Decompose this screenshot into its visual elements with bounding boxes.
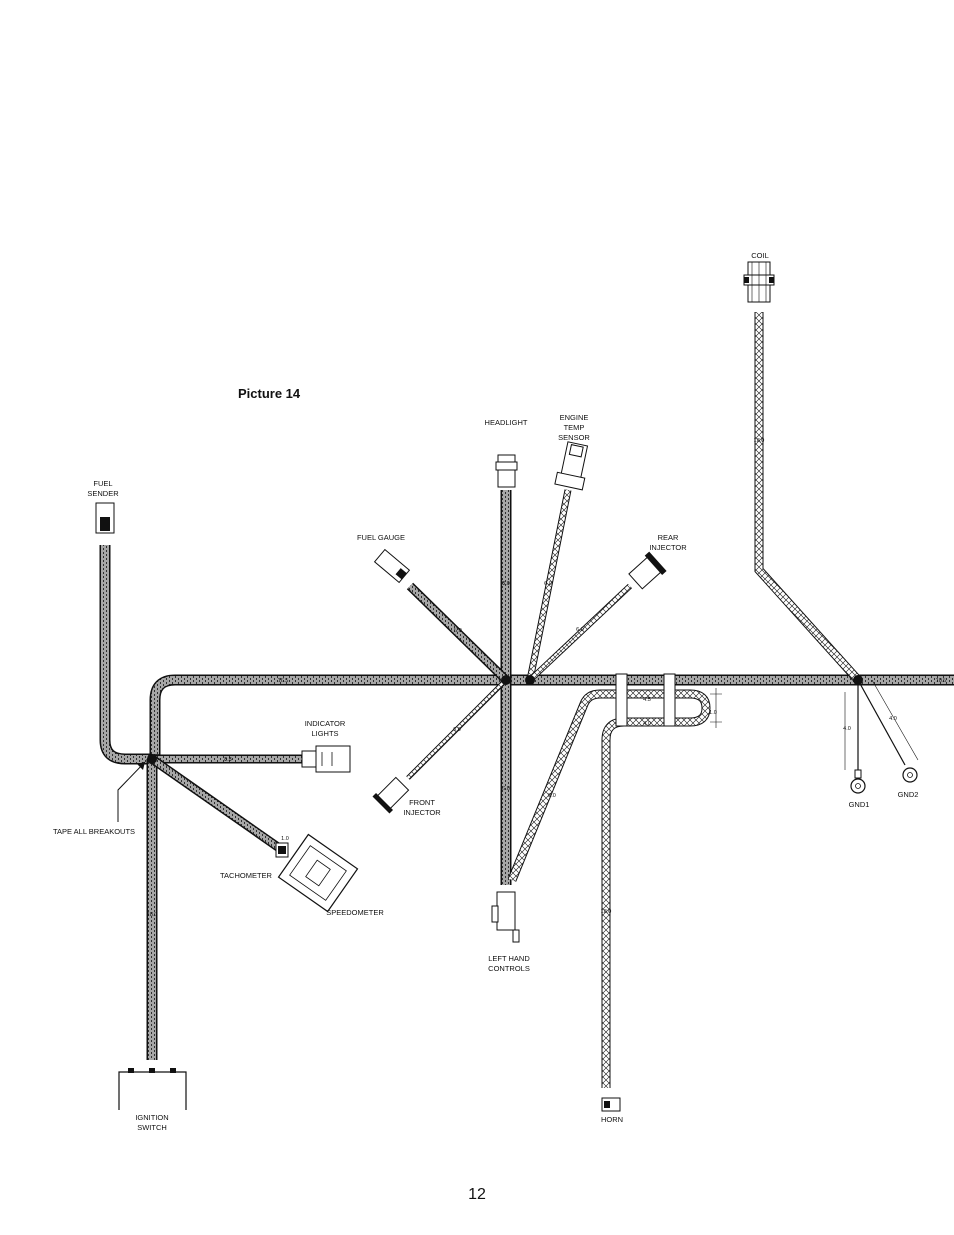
segment-main-right: 10.5: [936, 678, 947, 684]
segment-indicator-run: 8.5: [224, 757, 232, 763]
harness-loop-clamps: [615, 673, 722, 728]
label-front-injector-line1: FRONT: [409, 798, 435, 807]
label-front-injector-line2: INJECTOR: [403, 808, 441, 817]
segment-loop-dim: 1.0: [709, 710, 717, 716]
engine-temp-sensor-connector: [554, 441, 589, 491]
segment-engine-temp-run: 6.0: [544, 581, 552, 587]
harness-left-lower-corner: [99, 545, 152, 765]
segment-tach-run: 1.0: [281, 836, 289, 842]
fuel-sender-connector: [95, 502, 115, 534]
label-tachometer: TACHOMETER: [220, 871, 273, 880]
label-engine-temp-sensor-line1: ENGINE: [560, 413, 589, 422]
speedometer-connector: [277, 833, 359, 913]
label-indicator-lights-line1: INDICATOR: [305, 719, 346, 728]
label-indicator-lights-line2: LIGHTS: [311, 729, 338, 738]
splice-nodes: [147, 675, 863, 764]
label-fuel-sender-line2: SENDER: [87, 489, 119, 498]
segment-loop-lower: 4.0: [643, 721, 651, 727]
segment-coil-run: 18.0: [754, 438, 765, 444]
segment-loop-upper: 4.5: [643, 697, 651, 703]
label-rear-injector-line1: REAR: [658, 533, 679, 542]
rear-injector-connector: [628, 551, 667, 590]
coil-connector: [743, 261, 775, 303]
harness-rear-injector-run: [527, 583, 633, 683]
indicator-lights-connector: [301, 745, 351, 773]
label-ignition-switch-line2: SWITCH: [137, 1123, 167, 1132]
harness-tach-run: [149, 755, 288, 856]
horn-connector: [601, 1097, 621, 1112]
label-horn: HORN: [601, 1115, 623, 1124]
segment-horn-branch: 8.0: [548, 793, 556, 799]
label-left-hand-controls-line2: CONTROLS: [488, 964, 530, 973]
segment-gnd2-run: 4.0: [889, 716, 897, 722]
segment-gnd1-run: 4.0: [843, 726, 851, 732]
fuel-gauge-connector: [373, 548, 411, 584]
gnd2-ring-terminal: [902, 767, 918, 783]
picture-caption: Picture 14: [238, 386, 301, 401]
segment-headlight-run: 5.0: [502, 581, 510, 587]
tape-breakouts-arrow-icon: [117, 761, 146, 822]
segment-ignition-run: 18.0: [147, 912, 158, 918]
tachometer-connector: [275, 842, 289, 858]
label-fuel-sender-line1: FUEL: [93, 479, 112, 488]
left-hand-controls-connector: [491, 891, 520, 943]
harness-coil-run: [754, 312, 862, 684]
label-ignition-switch-line1: IGNITION: [135, 1113, 168, 1122]
segment-fuel-gauge-run: 5.0: [454, 628, 462, 634]
segment-front-injector-run: 6.0: [453, 727, 461, 733]
harness-engine-temp-run: [526, 489, 572, 681]
front-injector-connector: [372, 776, 410, 814]
segment-horn-run: 18.0: [601, 909, 612, 915]
label-coil: COIL: [751, 251, 769, 260]
label-gnd2: GND2: [898, 790, 919, 799]
label-gnd1: GND1: [849, 800, 870, 809]
label-engine-temp-sensor-line3: SENSOR: [558, 433, 590, 442]
segment-main-left: 16.5: [278, 678, 289, 684]
harness-front-injector-run: [406, 678, 508, 780]
segment-left-controls-run: 6.0: [502, 786, 510, 792]
ignition-switch-connector: [118, 1068, 187, 1110]
page-number: 12: [468, 1186, 486, 1203]
label-rear-injector-line2: INJECTOR: [649, 543, 687, 552]
harness-main-trunk: [149, 674, 954, 759]
label-fuel-gauge: FUEL GAUGE: [357, 533, 405, 542]
segment-rear-injector-run: 6.0: [576, 627, 584, 633]
harness-fuel-gauge-run: [406, 582, 510, 684]
label-headlight: HEADLIGHT: [485, 418, 528, 427]
label-tape-all-breakouts: TAPE ALL BREAKOUTS: [53, 827, 135, 836]
headlight-connector: [495, 454, 518, 488]
label-engine-temp-sensor-line2: TEMP: [564, 423, 585, 432]
harness-gnd-leads: [844, 679, 919, 770]
label-speedometer: SPEEDOMETER: [326, 908, 384, 917]
gnd1-ring-terminal: [850, 769, 866, 794]
label-left-hand-controls-line1: LEFT HAND: [488, 954, 530, 963]
harness-horn-run: [507, 689, 711, 1088]
